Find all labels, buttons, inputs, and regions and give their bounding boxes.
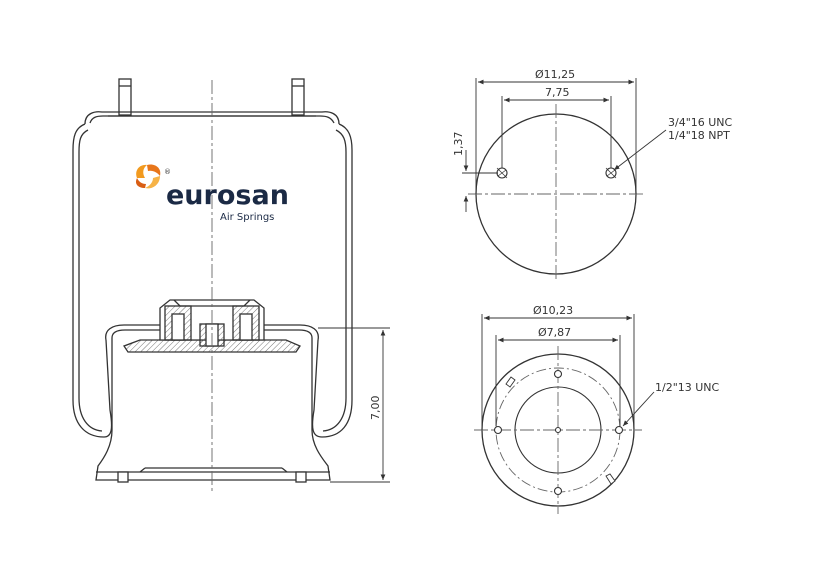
piston-diameter-label: Ø10,23 xyxy=(533,304,573,317)
bottom-view: Ø10,23 Ø7,87 1/2"13 UNC xyxy=(474,304,720,514)
brand-name: eurosan xyxy=(166,180,289,211)
piston-bolt-hole-bottom xyxy=(553,486,563,496)
bolt-circle-label: Ø7,87 xyxy=(538,326,571,339)
piston-bolt-hole-left xyxy=(493,425,503,435)
height-dimension xyxy=(318,327,390,483)
stud-hole-right xyxy=(605,167,617,179)
piston-center-hole xyxy=(554,426,562,434)
piston-body xyxy=(95,338,331,481)
air-fitting-label: 1/4"18 NPT xyxy=(668,129,730,142)
piston-bolt-hole-top xyxy=(553,369,563,379)
side-view xyxy=(72,78,353,483)
top-plate-diameter-label: Ø11,25 xyxy=(535,68,575,81)
piston-bolt-hole-right xyxy=(614,425,624,435)
stud-offset-label: 1,37 xyxy=(452,132,465,157)
mounting-stud-left xyxy=(118,78,132,116)
stud-hole-left xyxy=(496,167,508,179)
piston-rim xyxy=(105,324,319,341)
logo-swirl-icon xyxy=(135,164,161,189)
top-view: Ø11,25 7,75 1,37 3/4"16 UNC 1/4"18 NPT xyxy=(452,68,733,282)
brand-subtitle: Air Springs xyxy=(220,212,274,223)
stud-spacing-label: 7,75 xyxy=(545,86,570,99)
eurosan-logo: ® eurosan Air Springs xyxy=(135,164,289,223)
registered-mark: ® xyxy=(164,168,171,176)
piston-thread-label: 1/2"13 UNC xyxy=(655,381,720,394)
stud-thread-label: 3/4"16 UNC xyxy=(668,116,733,129)
height-dimension-label: 7,00 xyxy=(369,396,382,421)
bellow-outer xyxy=(72,123,353,438)
mounting-stud-right xyxy=(291,78,305,116)
